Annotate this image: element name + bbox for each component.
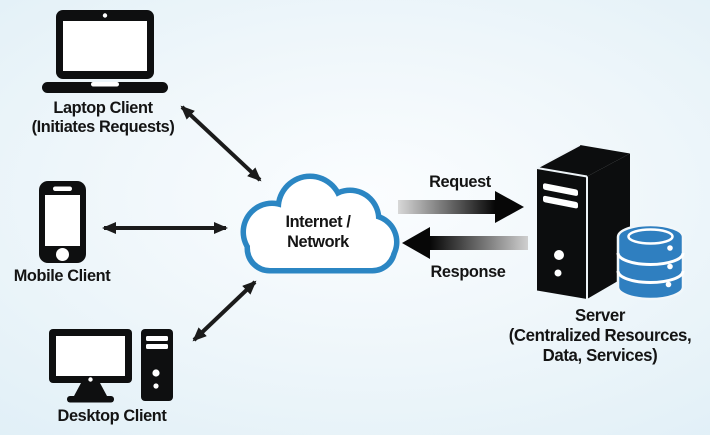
phone-home-button bbox=[56, 248, 69, 261]
laptop-client-label-line2: (Initiates Requests) bbox=[31, 117, 175, 136]
server-button-dot bbox=[554, 269, 562, 277]
monitor-screen bbox=[56, 336, 125, 376]
request-arrow bbox=[398, 191, 524, 223]
server-label-line3: Data, Services) bbox=[542, 345, 658, 365]
phone-speaker bbox=[53, 186, 72, 191]
phone-screen bbox=[45, 195, 80, 246]
server-button-dot bbox=[554, 250, 564, 260]
cloud-icon bbox=[240, 173, 400, 274]
laptop-cloud-arrow bbox=[180, 105, 262, 182]
server-slot bbox=[543, 183, 578, 196]
cloud-label: Internet / Network bbox=[222, 212, 414, 252]
smartphone-icon bbox=[39, 181, 86, 263]
database-top-rim bbox=[627, 228, 674, 245]
laptop-icon bbox=[42, 10, 168, 93]
server-label: Server (Centralized Resources, Data, Ser… bbox=[485, 305, 710, 365]
laptop-screen bbox=[63, 21, 147, 71]
monitor-stand bbox=[74, 383, 107, 396]
laptop-client-label-line1: Laptop Client bbox=[53, 98, 153, 117]
request-label: Request bbox=[429, 172, 491, 191]
cloud-fill bbox=[246, 179, 394, 268]
response-arrow bbox=[402, 227, 528, 259]
mobile-client-label: Mobile Client bbox=[13, 266, 111, 285]
server-label-line1: Server bbox=[574, 305, 626, 325]
monitor-power-dot bbox=[88, 377, 93, 382]
server-slot bbox=[543, 195, 578, 209]
cloud-label-line1: Internet / bbox=[285, 212, 351, 231]
desktop-client-label: Desktop Client bbox=[57, 406, 167, 425]
laptop-base-notch bbox=[91, 82, 119, 87]
server-top-face bbox=[537, 145, 630, 177]
monitor-base bbox=[67, 396, 114, 403]
laptop-client-label: Laptop Client (Initiates Requests) bbox=[7, 98, 199, 136]
desktop-computer-icon bbox=[49, 329, 173, 403]
database-icon bbox=[616, 223, 685, 301]
response-label: Response bbox=[430, 262, 506, 281]
desktop-cloud-arrow bbox=[192, 280, 257, 342]
cloud-label-line2: Network bbox=[287, 232, 349, 251]
laptop-camera-dot bbox=[102, 13, 108, 18]
server-label-line2: (Centralized Resources, bbox=[508, 325, 692, 345]
